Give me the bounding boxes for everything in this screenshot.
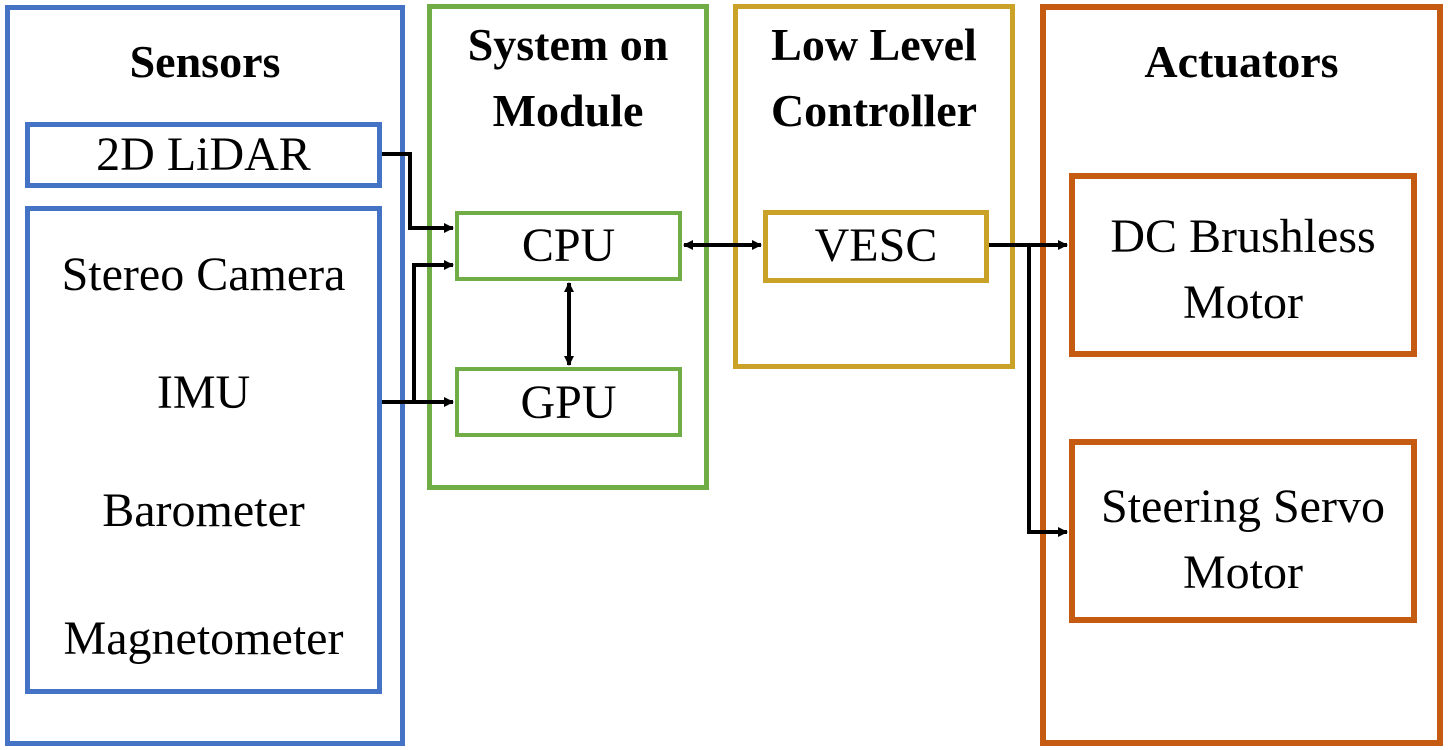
sensor-item-stereo-camera: Stereo Camera: [61, 248, 346, 301]
sensors-title: Sensors: [129, 36, 281, 87]
som-title-line2: Module: [492, 85, 644, 136]
lidar-box: 2D LiDAR: [25, 122, 382, 188]
sensor-stack-box: Stereo Camera IMU Barometer Magnetometer: [25, 206, 382, 694]
vesc-box: VESC: [763, 210, 989, 283]
llc-title-line2: Controller: [770, 85, 978, 136]
actuators-group: Actuators: [1040, 4, 1443, 746]
som-title-line1: System on: [467, 19, 669, 70]
sensor-item-barometer: Barometer: [102, 484, 305, 537]
servo-label-line1: Steering Servo: [1101, 480, 1385, 533]
dc-motor-box: DC Brushless Motor: [1069, 173, 1417, 357]
servo-box: Steering Servo Motor: [1069, 439, 1417, 623]
sensor-item-imu: IMU: [156, 366, 251, 419]
sensor-item-magnetometer: Magnetometer: [63, 612, 344, 665]
gpu-box: GPU: [455, 367, 682, 437]
vesc-label: VESC: [814, 219, 938, 272]
lidar-label: 2D LiDAR: [96, 128, 311, 181]
cpu-box: CPU: [455, 211, 682, 281]
actuators-title: Actuators: [1144, 36, 1339, 87]
servo-label-line2: Motor: [1183, 546, 1303, 599]
llc-group: Low Level Controller: [733, 4, 1015, 369]
dc-motor-label-line2: Motor: [1183, 276, 1303, 329]
llc-title-line1: Low Level: [771, 19, 977, 70]
gpu-label: GPU: [520, 376, 617, 429]
cpu-label: CPU: [521, 219, 616, 272]
dc-motor-label-line1: DC Brushless: [1110, 210, 1376, 263]
